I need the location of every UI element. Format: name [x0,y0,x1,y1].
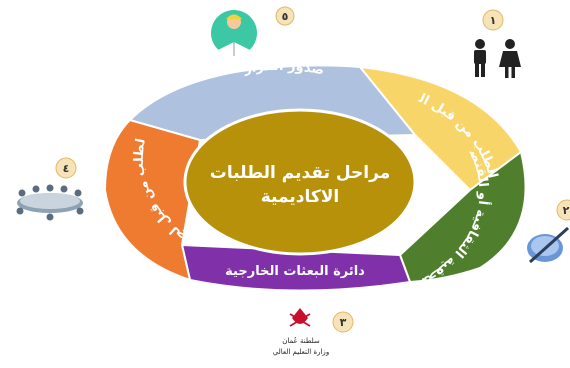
badge-4: ٤ [55,157,77,179]
segment-cultural-attache [398,150,527,284]
badge-1: ١ [482,9,504,31]
logo-caption-line2: وزارة التعليم العالي [273,348,329,356]
meeting-icon [16,184,84,221]
svg-text:٥: ٥ [282,10,289,23]
segment-committee-review [103,118,202,282]
people-icon [474,39,521,78]
center-title-line2: الاكاديمية [261,187,340,207]
badge-2: ٢ [556,199,570,221]
svg-text:٣: ٣ [340,316,347,329]
svg-text:٤: ٤ [63,162,70,175]
pen-icon [527,226,570,264]
reading-icon [211,10,257,56]
logo-caption-line1: سلطنة عُمان [282,336,320,345]
segment-label-decision-issued: صدور القرار [242,59,325,79]
emblem-icon [289,308,311,327]
badge-5: ٥ [275,6,295,26]
center-title-line1: مراحل تقديم الطلبات [210,163,390,183]
svg-text:٢: ٢ [563,204,570,217]
center-hub [183,108,417,256]
segment-label-external-scholarships: دائرة البعثات الخارجية [225,264,365,279]
badge-3: ٣ [332,311,354,333]
svg-text:١: ١ [490,14,497,27]
